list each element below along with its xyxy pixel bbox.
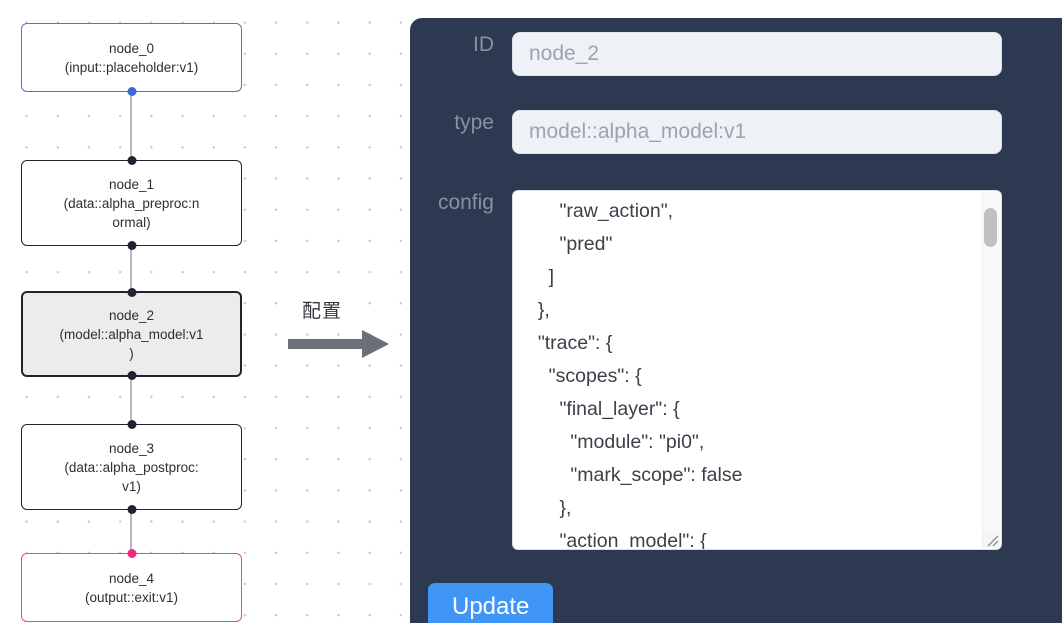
node-handle-top-icon[interactable]: [127, 420, 136, 429]
flow-node-label: node_0 (input::placeholder:v1): [64, 40, 199, 75]
id-field-label: ID: [473, 33, 494, 56]
node-handle-bottom-icon[interactable]: [127, 241, 136, 250]
node-handle-top-icon[interactable]: [127, 156, 136, 165]
flow-node-label: node_2 (model::alpha_model:v1 ): [59, 307, 204, 361]
type-input[interactable]: [512, 110, 1002, 154]
edge-node3-node4: [130, 508, 132, 553]
node-handle-top-icon[interactable]: [127, 288, 136, 297]
flow-node-node_2[interactable]: node_2 (model::alpha_model:v1 ): [21, 288, 242, 380]
config-scrollbar-thumb[interactable]: [984, 208, 997, 247]
arrow-right-icon: [288, 330, 389, 358]
flow-node-node_0[interactable]: node_0 (input::placeholder:v1): [21, 23, 242, 96]
field-row-config: config "raw_action", "pred" ] }, "trace"…: [412, 190, 1002, 550]
edge-node1-node2: [130, 243, 132, 303]
field-row-type: type: [412, 110, 1002, 154]
node-handle-bottom-icon[interactable]: [127, 505, 136, 514]
node-handle-bottom-icon[interactable]: [127, 87, 136, 96]
flow-node-node_4[interactable]: node_4 (output::exit:v1): [21, 549, 242, 622]
flow-node-label: node_1 (data::alpha_preproc:n ormal): [63, 176, 200, 230]
node-handle-top-icon[interactable]: [127, 549, 136, 558]
transform-arrow-group: 配置: [288, 296, 398, 366]
transform-caption: 配置: [302, 300, 343, 322]
node-handle-bottom-icon[interactable]: [127, 371, 136, 380]
flow-node-node_1[interactable]: node_1 (data::alpha_preproc:n ormal): [21, 156, 242, 250]
flow-node-label: node_3 (data::alpha_postproc: v1): [64, 440, 199, 494]
id-input[interactable]: [512, 32, 1002, 76]
node-inspector-panel: ID type config "raw_action", "pred" ] },…: [410, 18, 1062, 623]
flow-node-label: node_4 (output::exit:v1): [84, 570, 179, 605]
edge-node2-node3: [130, 375, 132, 425]
edge-node0-node1: [130, 90, 132, 160]
config-textarea[interactable]: "raw_action", "pred" ] }, "trace": { "sc…: [512, 190, 1002, 550]
update-button[interactable]: Update: [428, 583, 554, 623]
config-scrollbar[interactable]: [982, 192, 1000, 548]
config-field-label: config: [437, 191, 494, 214]
field-row-id: ID: [412, 32, 1002, 76]
type-field-label: type: [454, 111, 494, 134]
config-textarea-wrapper: "raw_action", "pred" ] }, "trace": { "sc…: [512, 190, 1002, 550]
resize-grip-icon[interactable]: [983, 531, 1000, 548]
flow-node-node_3[interactable]: node_3 (data::alpha_postproc: v1): [21, 420, 242, 514]
